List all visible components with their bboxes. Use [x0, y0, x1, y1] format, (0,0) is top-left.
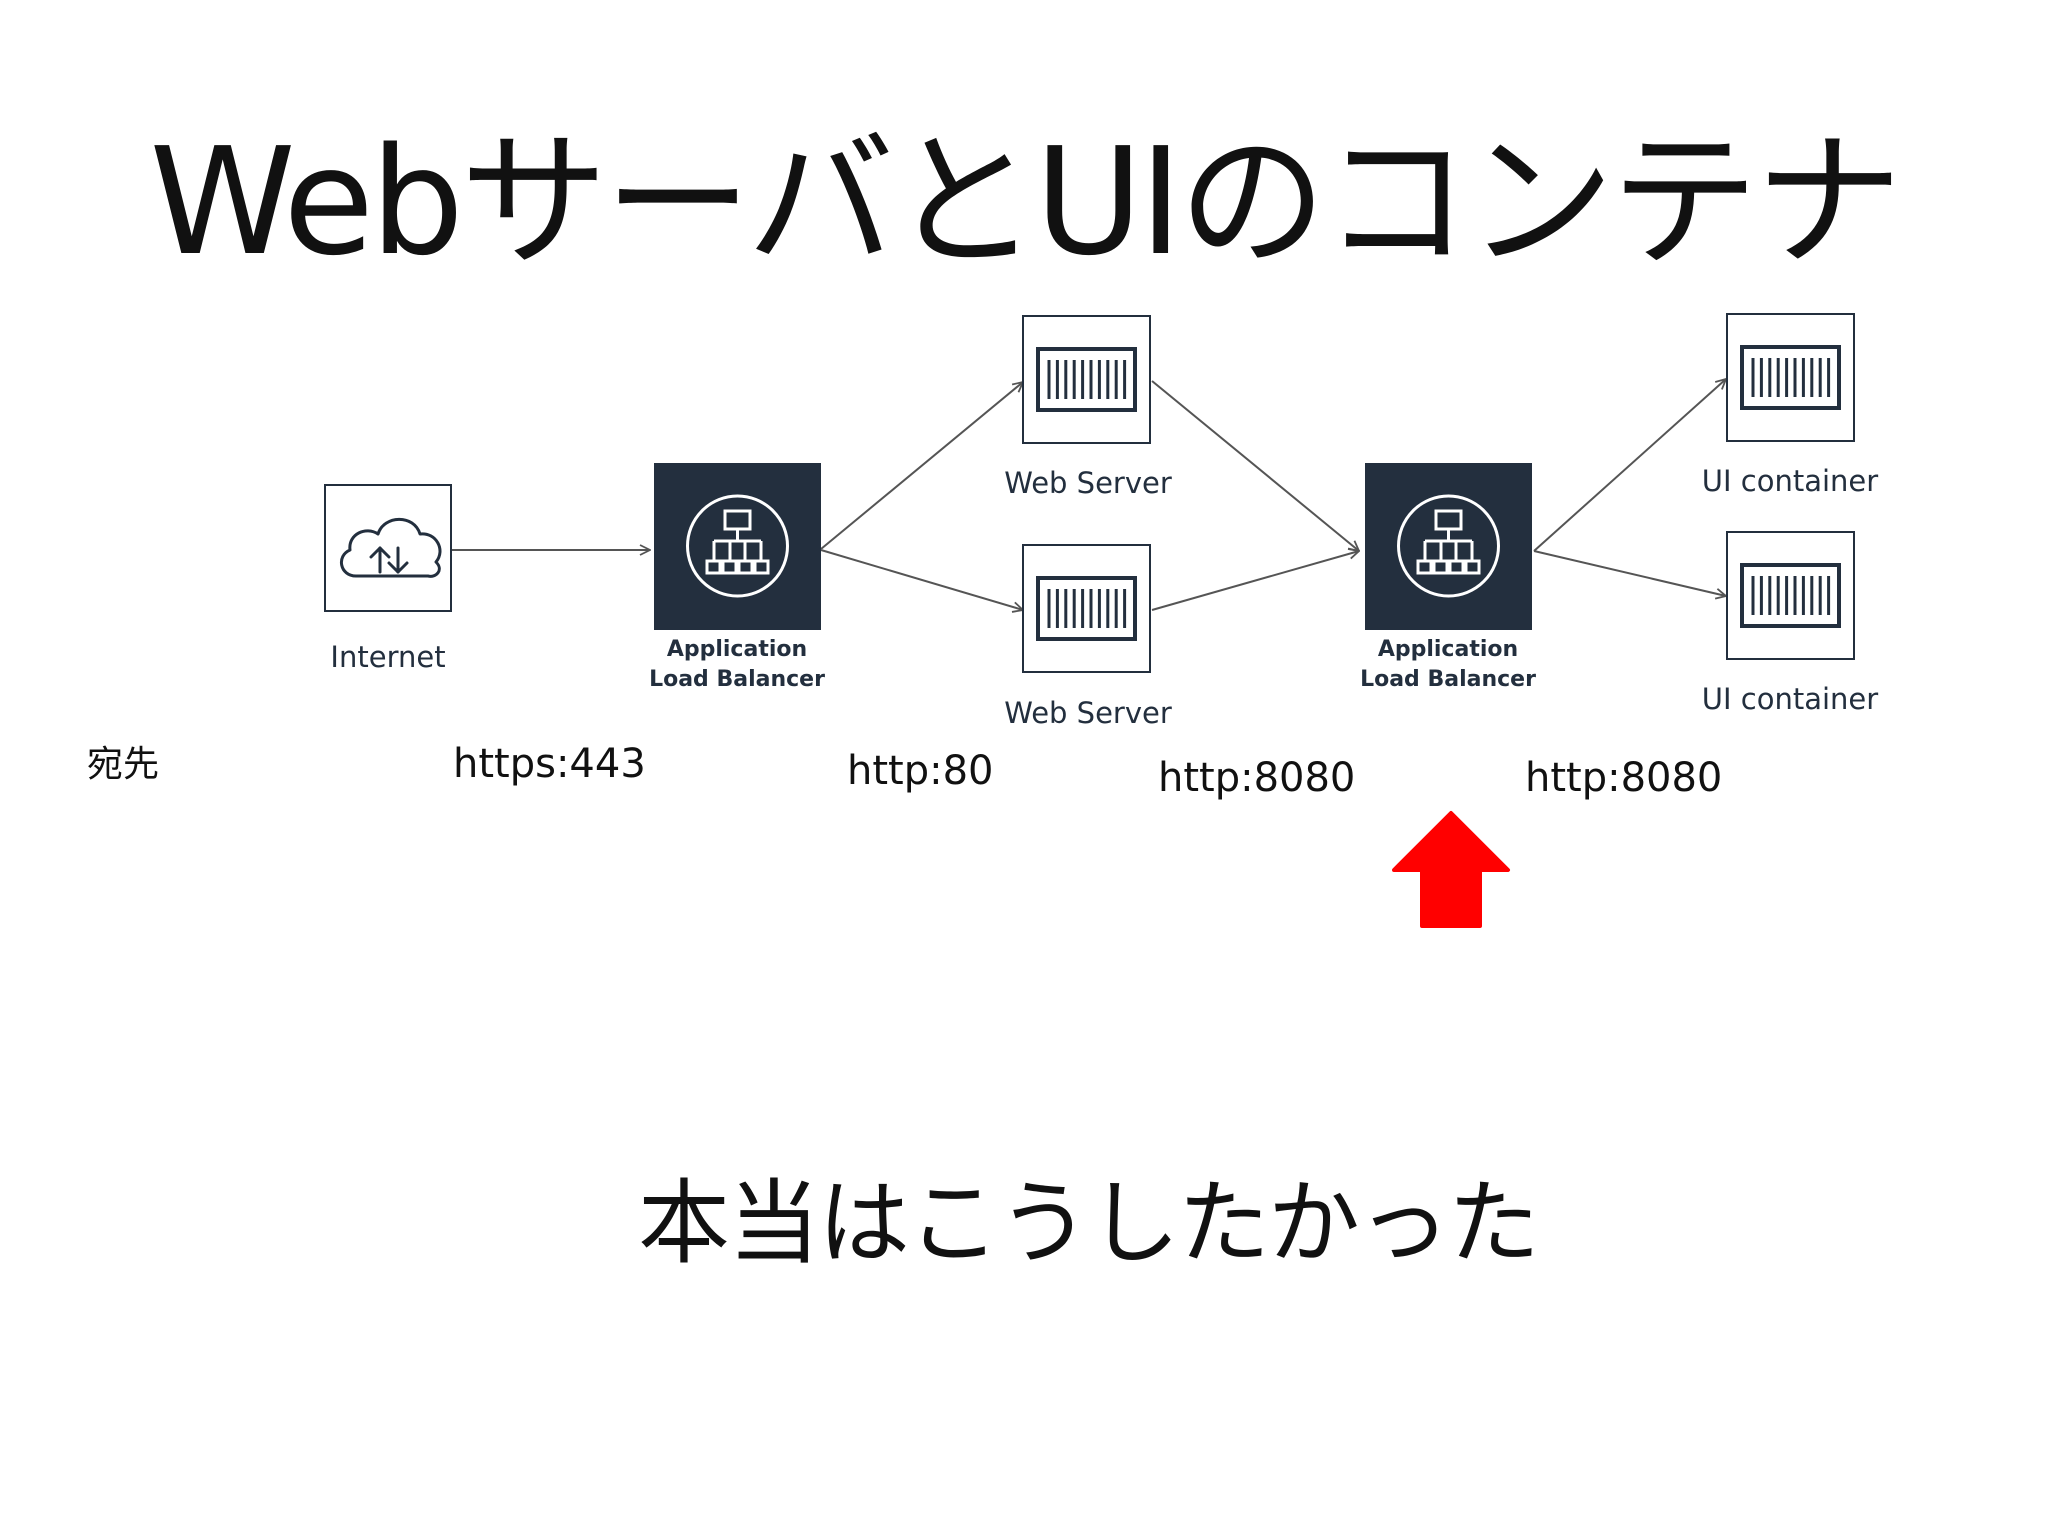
port-label-4: http:8080: [1525, 755, 1723, 801]
load-balancer-label-line1: Application: [1377, 637, 1519, 662]
connection-lines: [452, 379, 1726, 610]
container-icon: [1036, 347, 1137, 412]
edge-alb1-web2: [820, 549, 1023, 610]
edge-alb2-ui2: [1533, 550, 1726, 596]
port-label-2: http:80: [847, 748, 994, 794]
port-label-3: http:8080: [1158, 755, 1356, 801]
load-balancer-label-line1: Application: [666, 637, 808, 662]
subtitle: 本当はこうしたかった: [637, 1170, 1540, 1277]
load-balancer-node-1: [654, 463, 821, 630]
page-title: WebサーバとUIのコンテナ: [149, 116, 1902, 288]
load-balancer-icon: [686, 494, 789, 598]
internet-label: Internet: [330, 640, 446, 674]
internet-node: [324, 484, 452, 612]
load-balancer-node-2: [1365, 463, 1532, 630]
load-balancer-label-line2: Load Balancer: [649, 667, 825, 692]
web-server-node-2: [1022, 544, 1151, 673]
ui-container-label-2: UI container: [1701, 682, 1879, 716]
cloud-upload-download-icon: [340, 518, 442, 578]
load-balancer-label-1: Application Load Balancer: [637, 635, 837, 695]
web-server-label-2: Web Server: [1004, 696, 1172, 730]
load-balancer-label-2: Application Load Balancer: [1348, 635, 1548, 695]
load-balancer-icon: [1397, 494, 1500, 598]
ui-container-node-2: [1726, 531, 1855, 660]
container-icon: [1740, 345, 1841, 410]
edge-web1-alb2: [1151, 380, 1359, 551]
red-up-arrow-icon: [1392, 811, 1510, 928]
web-server-label-1: Web Server: [1004, 466, 1172, 500]
edge-alb1-web1: [820, 382, 1023, 550]
ui-container-label-1: UI container: [1701, 464, 1879, 498]
container-icon: [1740, 563, 1841, 628]
edge-alb2-ui1: [1533, 379, 1726, 552]
web-server-node-1: [1022, 315, 1151, 444]
port-label-1: https:443: [453, 741, 646, 787]
destination-label: 宛先: [87, 744, 160, 785]
load-balancer-label-line2: Load Balancer: [1360, 667, 1536, 692]
ui-container-node-1: [1726, 313, 1855, 442]
edge-web2-alb2: [1151, 551, 1359, 611]
container-icon: [1036, 576, 1137, 641]
